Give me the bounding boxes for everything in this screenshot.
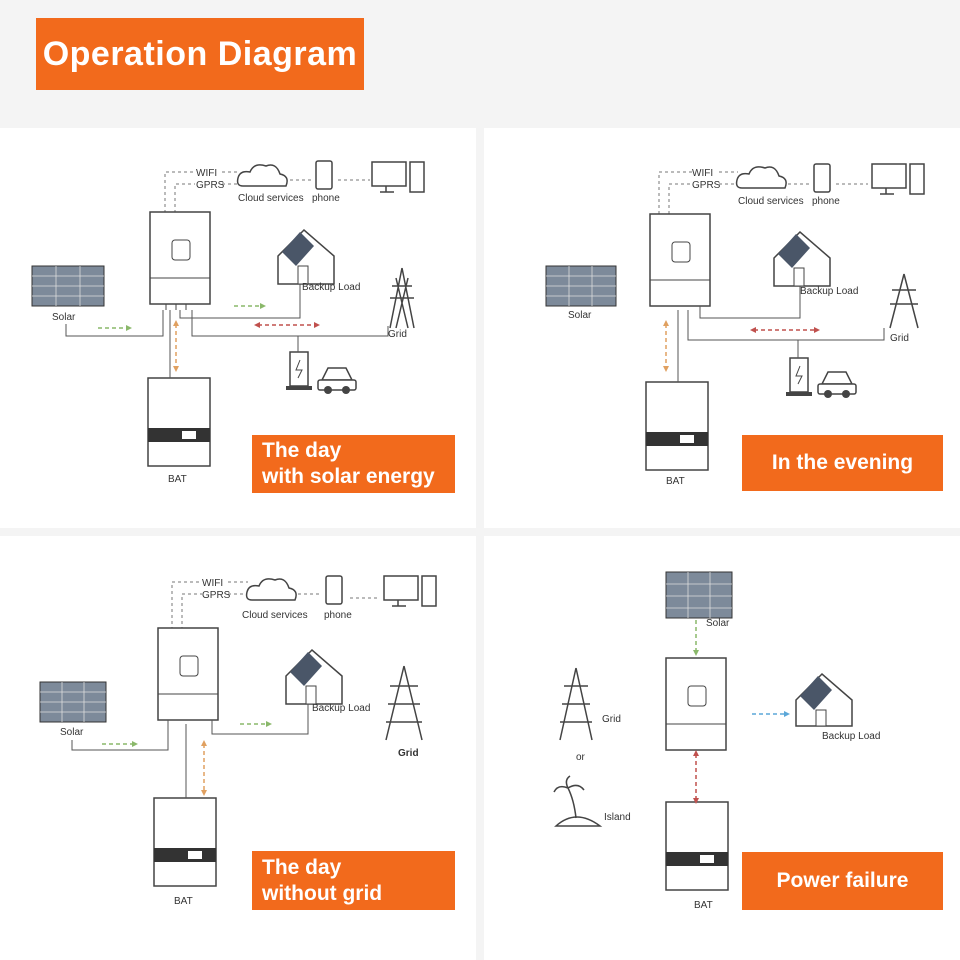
battery-icon bbox=[665, 801, 729, 891]
solar-label: Solar bbox=[568, 310, 592, 321]
caption-text: The day with solar energy bbox=[262, 439, 435, 488]
diagram-day-solar: WIFI GPRS Cloud services phone Solar bbox=[31, 160, 425, 485]
wifi-label: WIFI bbox=[202, 578, 223, 589]
bat-label: BAT bbox=[174, 896, 193, 907]
panel-day-solar: WIFI GPRS Cloud services phone Solar bbox=[0, 128, 476, 528]
caption-text: In the evening bbox=[771, 451, 914, 474]
caption-day-no-grid: The day without grid bbox=[252, 851, 455, 910]
car-icon bbox=[317, 367, 357, 394]
inverter-icon bbox=[665, 657, 727, 751]
ev-charger-icon bbox=[786, 357, 812, 396]
phone-icon bbox=[813, 163, 831, 193]
grid-tower-icon bbox=[559, 667, 593, 741]
backup-load-house-icon bbox=[277, 228, 335, 285]
panel-day-no-grid: WIFI GPRS Cloud services phone Solar bbox=[0, 536, 476, 960]
ev-charger-icon bbox=[286, 351, 312, 390]
backup-load-label: Backup Load bbox=[822, 731, 880, 742]
phone-label: phone bbox=[312, 193, 340, 204]
backup-load-house-icon bbox=[285, 648, 343, 705]
cloud-label: Cloud services bbox=[738, 196, 804, 207]
caption-text: Power failure bbox=[776, 869, 909, 892]
phone-icon bbox=[315, 160, 333, 190]
inverter-icon bbox=[649, 213, 711, 307]
phone-label: phone bbox=[324, 610, 352, 621]
battery-icon bbox=[645, 381, 709, 471]
solar-panel-icon bbox=[545, 265, 617, 307]
grid-label: Grid bbox=[398, 748, 419, 759]
grid-tower-icon bbox=[389, 267, 415, 329]
backup-load-label: Backup Load bbox=[302, 282, 360, 293]
solar-label: Solar bbox=[52, 312, 76, 323]
cloud-icon bbox=[245, 578, 297, 601]
caption-evening: In the evening bbox=[742, 435, 943, 491]
bat-label: BAT bbox=[168, 474, 187, 485]
wifi-label: WIFI bbox=[692, 168, 713, 179]
grid-tower-icon bbox=[889, 273, 919, 329]
caption-power-failure: Power failure bbox=[742, 852, 943, 910]
caption-text: The day without grid bbox=[262, 855, 383, 905]
grid-label: Grid bbox=[602, 714, 621, 725]
backup-load-house-icon bbox=[773, 230, 831, 287]
cloud-icon bbox=[735, 166, 787, 189]
backup-load-house-icon bbox=[795, 672, 853, 727]
caption-day-solar: The day with solar energy bbox=[252, 435, 455, 493]
panel-evening: WIFI GPRS Cloud services phone Solar Bac… bbox=[484, 128, 960, 528]
solar-label: Solar bbox=[60, 727, 84, 738]
grid-tower-icon bbox=[385, 665, 423, 741]
gprs-label: GPRS bbox=[196, 180, 225, 191]
phone-label: phone bbox=[812, 196, 840, 207]
cloud-label: Cloud services bbox=[242, 610, 308, 621]
island-label: Island bbox=[604, 812, 631, 823]
diagram-evening: WIFI GPRS Cloud services phone Solar Bac… bbox=[545, 163, 925, 487]
grid-label: Grid bbox=[890, 333, 909, 344]
inverter-icon bbox=[149, 211, 211, 310]
diagram-power-failure: Solar Backup Load Grid or Island bbox=[553, 571, 880, 911]
solar-panel-icon bbox=[39, 681, 107, 723]
computer-icon bbox=[371, 161, 425, 193]
inverter-icon bbox=[157, 627, 219, 721]
gprs-label: GPRS bbox=[202, 590, 231, 601]
bat-label: BAT bbox=[666, 476, 685, 487]
or-label: or bbox=[576, 752, 586, 763]
cloud-icon bbox=[236, 164, 288, 187]
computer-icon bbox=[871, 163, 925, 195]
grid-label: Grid bbox=[388, 329, 407, 340]
solar-panel-icon bbox=[31, 265, 105, 307]
gprs-label: GPRS bbox=[692, 180, 721, 191]
battery-icon bbox=[153, 797, 217, 887]
wifi-label: WIFI bbox=[196, 168, 217, 179]
bat-label: BAT bbox=[694, 900, 713, 911]
backup-load-label: Backup Load bbox=[800, 286, 858, 297]
island-icon bbox=[553, 775, 603, 827]
cloud-label: Cloud services bbox=[238, 193, 304, 204]
page-title: Operation Diagram bbox=[36, 18, 364, 90]
phone-icon bbox=[325, 575, 343, 605]
backup-load-label: Backup Load bbox=[312, 703, 370, 714]
diagram-day-no-grid: WIFI GPRS Cloud services phone Solar bbox=[39, 575, 437, 907]
solar-panel-icon bbox=[665, 571, 733, 619]
page-title-text: Operation Diagram bbox=[42, 34, 358, 73]
computer-icon bbox=[383, 575, 437, 607]
panel-power-failure: Solar Backup Load Grid or Island bbox=[484, 536, 960, 960]
battery-icon bbox=[147, 377, 211, 467]
car-icon bbox=[817, 371, 857, 398]
solar-label: Solar bbox=[706, 618, 730, 629]
